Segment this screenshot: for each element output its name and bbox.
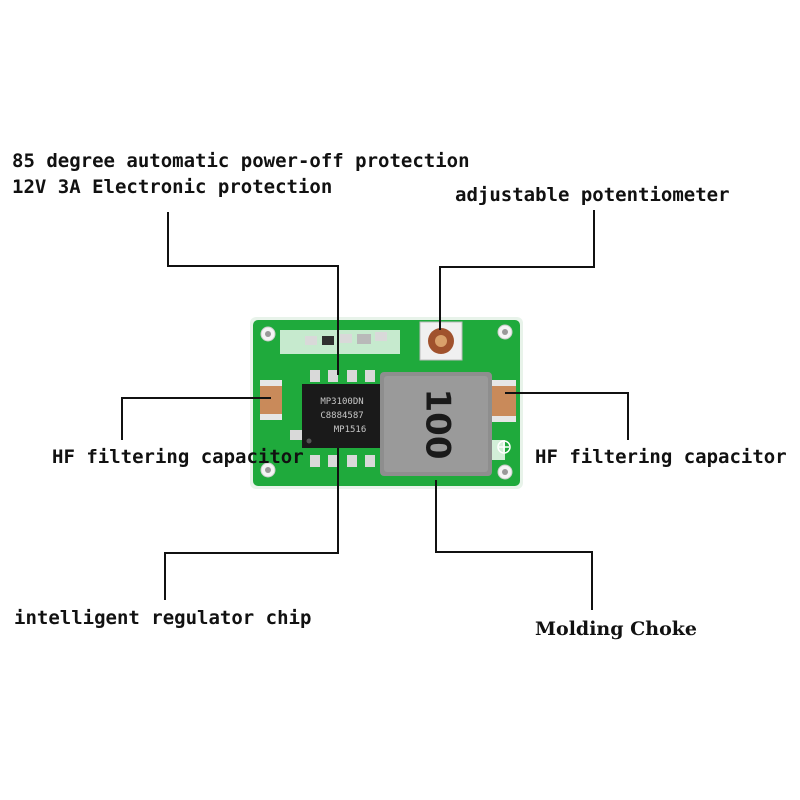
capacitor-terminal [260, 380, 282, 386]
chip-pin1-dot [306, 438, 312, 444]
chip-marking-3: MP1516 [334, 425, 367, 435]
chip-marking-1: MP3100DN [320, 397, 363, 407]
smd-resistor [305, 336, 317, 345]
molding-choke: 100 [380, 372, 492, 476]
mounting-hole-center [502, 469, 508, 475]
smd-pad [328, 455, 338, 467]
label-capacitor-right: HF filtering capacitor [535, 446, 787, 468]
label-molding-choke: Molding Choke [535, 618, 698, 640]
choke-code: 100 [418, 389, 458, 460]
polarity-circle [497, 440, 511, 454]
capacitor-terminal [492, 380, 516, 386]
potentiometer [419, 321, 463, 361]
potentiometer-knob-center [435, 335, 447, 347]
smd-resistor [375, 332, 387, 341]
smd-components [290, 332, 387, 467]
label-regulator-chip: intelligent regulator chip [14, 607, 312, 629]
smd-pad [310, 370, 320, 382]
leader-capacitor-left [121, 397, 271, 440]
smd-pad [347, 455, 357, 467]
smd-pad [328, 370, 338, 382]
smd-pad [310, 455, 320, 467]
regulator-chip: MP3100DN C8884587 MP1516 [302, 384, 382, 448]
smd-resistor [322, 336, 334, 345]
capacitor-terminal [492, 416, 516, 422]
capacitor-right [492, 380, 516, 422]
capacitor-left [260, 380, 282, 420]
label-capacitor-left: HF filtering capacitor [52, 446, 304, 468]
mounting-hole-center [502, 329, 508, 335]
mounting-holes [260, 324, 513, 480]
leader-molding-choke [435, 480, 593, 610]
leader-lines [121, 210, 629, 610]
capacitor-terminal [260, 414, 282, 420]
mounting-hole-center [265, 331, 271, 337]
label-electronic-protection: 12V 3A Electronic protection [12, 176, 333, 198]
chip-marking-2: C8884587 [320, 411, 363, 421]
chip-body [302, 384, 382, 448]
label-potentiometer: adjustable potentiometer [455, 184, 730, 206]
mounting-hole-center [265, 467, 271, 473]
smd-pad [365, 455, 375, 467]
capacitor-body [260, 380, 282, 420]
smd-resistor [340, 334, 352, 343]
smd-resistor [357, 334, 371, 344]
smd-pad [347, 370, 357, 382]
smd-pad [365, 370, 375, 382]
leader-regulator-chip [164, 448, 339, 600]
label-thermal-protection: 85 degree automatic power-off protection [12, 150, 470, 172]
polarity-mark [497, 440, 511, 454]
leader-potentiometer [439, 210, 595, 330]
smd-pad [290, 430, 302, 440]
leader-protection [167, 212, 339, 375]
choke-face [384, 376, 488, 472]
leader-capacitor-right [505, 392, 629, 440]
capacitor-body [492, 380, 516, 422]
